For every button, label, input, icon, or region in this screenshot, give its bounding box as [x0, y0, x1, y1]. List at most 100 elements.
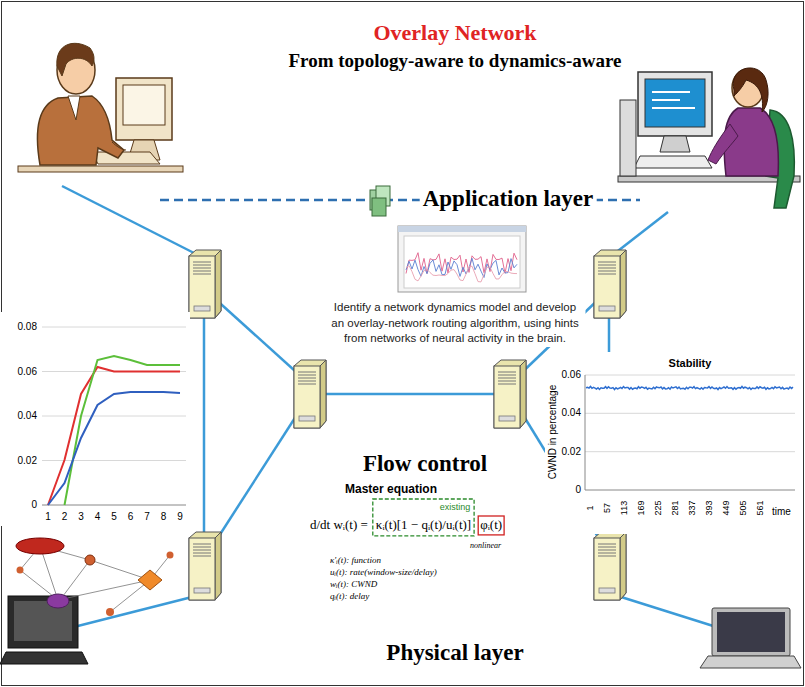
neural-graph [60, 560, 90, 600]
woman-at-computer [645, 79, 705, 127]
screenshot-thumbnail [404, 236, 520, 288]
man-at-computer [112, 142, 126, 150]
subtitle: From topology-aware to dynamics-aware [289, 50, 622, 72]
equation-title: Master equation [345, 483, 437, 497]
equation-note: nonlinear [470, 541, 501, 550]
woman-at-computer [733, 68, 768, 112]
screenshot-thumbnail [398, 226, 526, 232]
equation-boxes [373, 499, 504, 536]
axis-tick: 169 [636, 500, 646, 515]
axis-tick: 0.04 [18, 410, 37, 422]
neural-graph [85, 555, 95, 565]
axis-tick: 281 [670, 500, 680, 515]
definition: κ'ᵢ(t): function [330, 555, 381, 565]
axis-tick: 0 [31, 499, 37, 511]
axis-tick: 1 [585, 505, 595, 510]
laptop [700, 608, 801, 668]
servers [594, 532, 626, 600]
equation-term: φᵢ(t) [480, 518, 502, 533]
neural-graph [138, 570, 162, 590]
man-at-computer [116, 78, 172, 140]
woman-at-computer [708, 124, 738, 164]
woman-at-computer [652, 107, 695, 109]
desktop-computer [0, 652, 88, 664]
app-icon [370, 186, 390, 216]
woman-at-computer [652, 91, 690, 93]
woman-at-computer [652, 99, 680, 101]
left-line-chart [48, 392, 180, 505]
neural-graph [20, 546, 170, 612]
woman-at-computer [660, 136, 690, 152]
left-line-chart [0, 312, 190, 526]
neural-graph [58, 580, 150, 600]
axis-tick: 449 [721, 500, 731, 515]
man-at-computer [57, 43, 94, 76]
man-at-computer [37, 96, 124, 165]
woman-at-computer [620, 100, 636, 176]
woman-at-computer [638, 72, 712, 136]
neural-graph [16, 538, 174, 616]
network-links [203, 300, 206, 560]
neural-graph [16, 538, 64, 554]
axis-tick: 4 [95, 511, 101, 523]
definition: wᵢ(t): CWND [330, 579, 377, 589]
stability-chart [585, 375, 795, 452]
axis-tick: 57 [602, 503, 612, 513]
axis-tick: 0.08 [18, 321, 37, 333]
network-links [320, 393, 500, 396]
axis-tick: 7 [144, 511, 150, 523]
equation-boxes [373, 499, 474, 536]
network-links [210, 410, 300, 550]
neural-graph [106, 608, 114, 616]
servers [189, 532, 221, 600]
left-line-chart [42, 416, 186, 417]
screenshot-thumbnail [406, 266, 517, 282]
servers [294, 360, 326, 428]
definition: qᵢ(t): delay [330, 591, 369, 601]
left-line-chart [42, 327, 186, 328]
stability-chart [585, 413, 795, 414]
screenshot-thumbnail [398, 226, 526, 292]
neural-graph [17, 567, 24, 574]
equation-term: κᵢ(t)[1 − qᵢ(t)/uᵢ(t)] [376, 518, 471, 533]
axis-tick: 0.02 [562, 446, 581, 458]
laptop [717, 612, 785, 652]
axis-tick: 2 [62, 511, 68, 523]
axis-tick: 5 [111, 511, 117, 523]
woman-at-computer [618, 68, 800, 208]
servers [594, 250, 626, 318]
axis-title: time [772, 506, 791, 518]
stability-chart [585, 451, 795, 452]
axis-tick: 9 [177, 511, 183, 523]
axis-tick: 0.02 [18, 455, 37, 467]
axis-tick: 0 [575, 484, 581, 496]
stability-chart [545, 352, 801, 534]
servers [189, 250, 221, 318]
equation-note: existing [440, 502, 471, 512]
axis-tick: 8 [161, 511, 167, 523]
neural-graph [47, 594, 69, 608]
man-at-computer [123, 85, 165, 125]
equation-boxes [478, 516, 504, 535]
axis-tick: 393 [704, 500, 714, 515]
axis-tick: 6 [128, 511, 134, 523]
layer-label: Physical layer [386, 640, 523, 666]
stability-chart [586, 387, 793, 390]
chart-title: Stability [669, 357, 712, 370]
axis-tick: 225 [653, 500, 663, 515]
title: Overlay Network [373, 20, 536, 45]
laptop [712, 608, 790, 656]
layer-label: Application layer [420, 186, 597, 212]
equation-term: d/dt wᵢ(t) = [310, 518, 368, 533]
axis-tick: 113 [619, 501, 629, 515]
layer-label: Flow control [360, 451, 490, 477]
man-at-computer [92, 152, 160, 164]
woman-at-computer [652, 92, 695, 108]
axis-tick: 505 [738, 500, 748, 515]
axis-tick: 561 [755, 500, 765, 515]
axis-tick: 0.04 [562, 407, 581, 419]
axis-tick: 0.06 [562, 369, 581, 381]
axis-title: CWND in percentage [547, 385, 559, 479]
